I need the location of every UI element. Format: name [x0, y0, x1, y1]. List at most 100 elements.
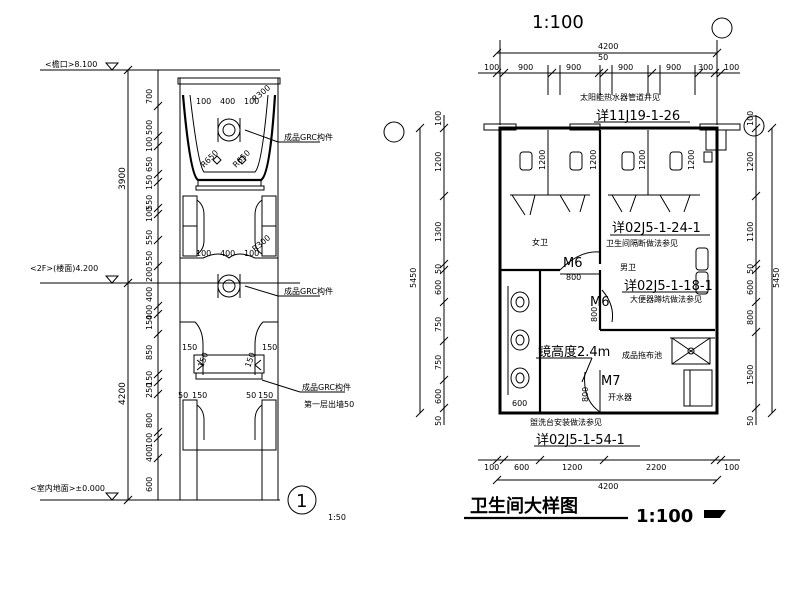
- side-width-4: 50: [178, 391, 188, 400]
- top-dim-7: 100: [724, 63, 739, 72]
- level-floor2-label: <2F>(楼面)4.200: [30, 263, 98, 273]
- ref-mid-note: 卫生间隔断做法参见: [606, 238, 678, 248]
- mid-width-1: 400: [220, 249, 235, 258]
- left-overall: 5450: [409, 268, 418, 288]
- axis-bubble-right: [743, 115, 765, 137]
- side-width-0: 150: [182, 343, 197, 352]
- top-dim-2: 900: [566, 63, 581, 72]
- overall-width-top: 4200: [598, 42, 618, 51]
- left-dim-0: 100: [434, 111, 443, 126]
- title-scale-marker: [704, 510, 726, 518]
- inner-dim-18: 400: [145, 447, 154, 462]
- right-dim-0: 100: [746, 111, 755, 126]
- grc-label-lower: 成品GRC构件: [302, 382, 351, 392]
- mid-width-0: 100: [196, 249, 211, 258]
- inner-dim-4: 150: [145, 175, 154, 190]
- plan-top-scale: 1:100: [532, 12, 584, 33]
- bottom-overall: 4200: [598, 482, 618, 491]
- right-dim-3: 50: [746, 264, 755, 274]
- inner-dim-2: 100: [145, 137, 154, 152]
- plan-title-scale: 1:100: [636, 506, 693, 527]
- left-dim-ticks: [439, 123, 449, 413]
- right-dim-2: 1100: [746, 222, 755, 242]
- outer-dim-lower: 4200: [118, 382, 128, 405]
- door-dim-800a: 800: [566, 273, 581, 282]
- left-dim-4: 600: [434, 280, 443, 295]
- bottom-dim-4: 100: [724, 463, 739, 472]
- room-male: 男卫: [620, 263, 636, 272]
- door-m6b: M6: [590, 295, 610, 310]
- detail-number: 1: [296, 491, 307, 512]
- side-width-7: 150: [258, 391, 273, 400]
- stall-dim-1: 1200: [589, 150, 598, 170]
- left-dim-5: 750: [434, 317, 443, 332]
- tool-room: 成品拖布池: [622, 350, 662, 360]
- ref-top: 详11J19-1-26: [596, 109, 680, 124]
- ref-right: 详02J5-1-18-1: [624, 279, 713, 294]
- ref-bottom: 详02J5-1-54-1: [536, 433, 625, 448]
- grc-label-lower-note: 第一层出墙50: [304, 399, 354, 409]
- basin-dim: 600: [512, 399, 527, 408]
- inner-dim-ticks-upper: [153, 101, 163, 463]
- basin-2: [510, 329, 530, 351]
- bottom-dim-3: 2200: [646, 463, 666, 472]
- inner-dim-0: 700: [145, 89, 154, 104]
- left-dim-3: 50: [434, 264, 443, 274]
- room-female: 女卫: [532, 237, 548, 247]
- top-dim-6: 300: [698, 63, 713, 72]
- side-width-5: 150: [192, 391, 207, 400]
- bottom-dim-2: 1200: [562, 463, 582, 472]
- grc-label-top: 成品GRC构件: [284, 132, 333, 142]
- door-dim-800c: 800: [590, 307, 599, 322]
- inner-dim-19: 600: [145, 477, 154, 492]
- left-section-drawing: <檐口>8.100 <2F>(楼面)4.200 <室内地面>±0.000 390…: [30, 59, 354, 522]
- stall-dim-2: 1200: [638, 150, 647, 170]
- left-dim-8: 50: [434, 416, 443, 426]
- left-dim-7: 600: [434, 389, 443, 404]
- right-dim-1: 1200: [746, 152, 755, 172]
- top-dim-ticks: [492, 68, 726, 78]
- right-dim-ticks: [751, 123, 761, 413]
- mid-width-2: 100: [244, 249, 259, 258]
- inner-dim-15: 250: [145, 383, 154, 398]
- inner-dim-10: 400: [145, 287, 154, 302]
- top-dim-5: 900: [666, 63, 681, 72]
- basin-3: [510, 367, 530, 389]
- top-dim-4: 900: [618, 63, 633, 72]
- inner-dim-7: 550: [145, 230, 154, 245]
- water-heater-label: 开水器: [608, 392, 632, 402]
- detail-bubble: [287, 485, 317, 515]
- door-m6a: M6: [563, 256, 583, 271]
- inner-dim-1: 500: [145, 120, 154, 135]
- bottom-dim-0: 100: [484, 463, 499, 472]
- door-dim-800b: 800: [581, 387, 590, 402]
- left-dim-2: 1300: [434, 222, 443, 242]
- right-dim-5: 800: [746, 310, 755, 325]
- plan-title: 卫生间大样图: [470, 495, 578, 517]
- level-eave-label: <檐口>8.100: [45, 59, 97, 69]
- right-dim-6: 1500: [746, 365, 755, 385]
- inner-dim-14: 150: [145, 371, 154, 386]
- outer-dim-upper: 3900: [118, 167, 128, 190]
- grc-ring-mid: [217, 274, 241, 298]
- ref-mid: 详02J5-1-24-1: [612, 221, 701, 236]
- top-width-1: 400: [220, 97, 235, 106]
- level-ground-label: <室内地面>±0.000: [30, 483, 105, 493]
- radius-0: R300: [251, 83, 273, 103]
- inner-dim-11: 150: [145, 315, 154, 330]
- ref-bottom-note: 盥洗台安装做法参见: [530, 417, 602, 427]
- inner-dim-13: 850: [145, 345, 154, 360]
- inner-dim-17: 100: [145, 433, 154, 448]
- mop-sink: [671, 337, 711, 365]
- left-dim-1: 1200: [434, 152, 443, 172]
- inner-dim-16: 800: [145, 413, 154, 428]
- inner-dim-12: 400: [145, 305, 154, 320]
- right-dim-4: 600: [746, 280, 755, 295]
- inner-dim-9: 200: [145, 267, 154, 282]
- bottom-dim-ticks: [492, 455, 726, 465]
- level-ground: <室内地面>±0.000: [30, 483, 280, 501]
- radius-1: R650: [199, 148, 220, 169]
- left-dim-6: 750: [434, 355, 443, 370]
- level-floor2: <2F>(楼面)4.200: [30, 263, 300, 284]
